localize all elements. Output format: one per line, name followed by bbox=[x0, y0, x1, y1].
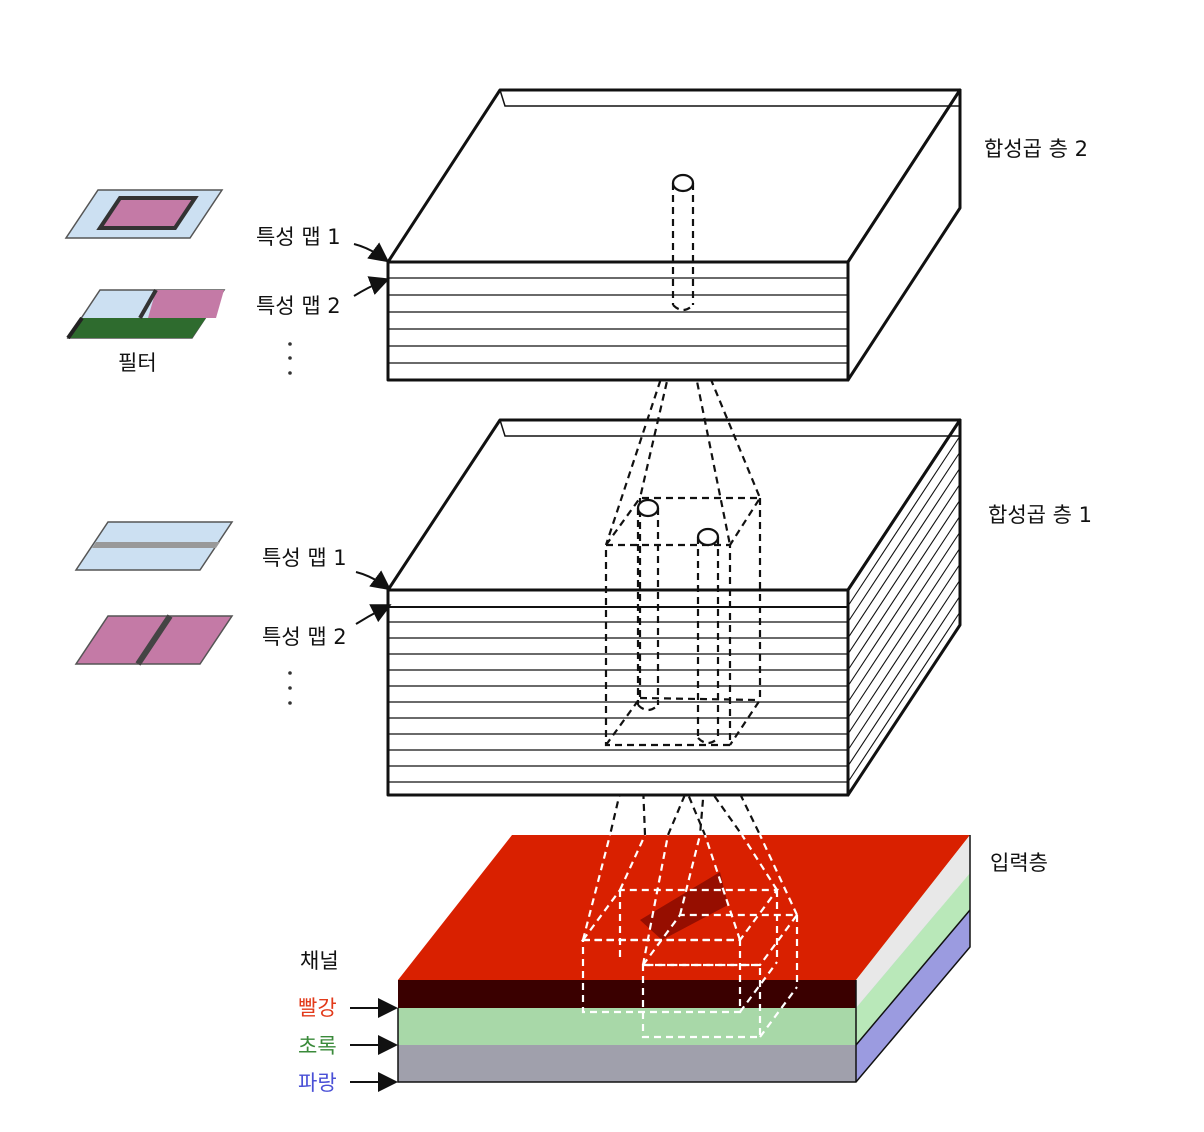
conv1-side bbox=[846, 418, 962, 797]
conv1-feature-map-1-label: 특성 맵 1 bbox=[262, 546, 347, 570]
conv2-filter-2-icon bbox=[66, 289, 226, 340]
conv2-feature-map-2-label: 특성 맵 2 bbox=[256, 294, 341, 318]
conv2-label: 합성곱 층 2 bbox=[984, 137, 1088, 161]
blue-channel-side bbox=[856, 910, 970, 1082]
conv2-side bbox=[846, 88, 962, 382]
conv1-unit-column-1 bbox=[636, 498, 660, 712]
conv2-filter-1-icon bbox=[64, 189, 224, 239]
conv2-feature-map-1-label: 특성 맵 1 bbox=[256, 225, 341, 249]
filter-label: 필터 bbox=[118, 351, 157, 375]
conv-layer-2 bbox=[386, 88, 962, 382]
conv-layer-1 bbox=[386, 418, 962, 797]
conv1-side-lines bbox=[847, 435, 961, 783]
green-channel-front bbox=[398, 1008, 856, 1045]
blue-channel-label: 파랑 bbox=[298, 1071, 337, 1095]
arrow-conv1-fm1 bbox=[355, 570, 392, 591]
red-channel-front bbox=[398, 980, 856, 1008]
green-channel-label: 초록 bbox=[298, 1034, 337, 1058]
channel-label: 채널 bbox=[300, 949, 339, 973]
conv1-layer-lines bbox=[388, 621, 848, 783]
arrow-conv1-fm2 bbox=[355, 604, 392, 625]
input-to-conv1-white-lines bbox=[581, 834, 798, 966]
conv2-layer-lines bbox=[388, 277, 848, 364]
conv1-receptive-box bbox=[604, 496, 763, 747]
blue-channel-front bbox=[398, 1045, 856, 1082]
red-channel-label: 빨강 bbox=[298, 996, 337, 1020]
pointer-arrows bbox=[350, 242, 398, 1092]
input-side-edge bbox=[855, 909, 971, 1046]
conv1-filter-1-icon bbox=[74, 521, 234, 571]
conv1-filter-2-icon bbox=[74, 614, 234, 666]
conv2-top-inner bbox=[499, 89, 960, 107]
conv1-unit-column-2 bbox=[696, 527, 720, 745]
conv1-feature-map-2-label: 특성 맵 2 bbox=[262, 625, 347, 649]
arrow-conv2-fm2 bbox=[353, 276, 390, 297]
arrow-conv2-fm1 bbox=[353, 242, 390, 263]
conv1-top-inner bbox=[499, 419, 960, 437]
input-layer bbox=[397, 834, 971, 1083]
conv1-label: 합성곱 층 1 bbox=[988, 503, 1092, 527]
conv1-front bbox=[386, 588, 850, 797]
filter-icons bbox=[64, 189, 234, 666]
red-channel-side bbox=[856, 835, 970, 1008]
conv2-unit-column bbox=[671, 173, 695, 312]
green-channel-side bbox=[856, 873, 970, 1045]
conv2-front bbox=[386, 260, 850, 382]
ellipsis-dots bbox=[288, 342, 292, 705]
input-layer-label: 입력층 bbox=[990, 851, 1048, 875]
